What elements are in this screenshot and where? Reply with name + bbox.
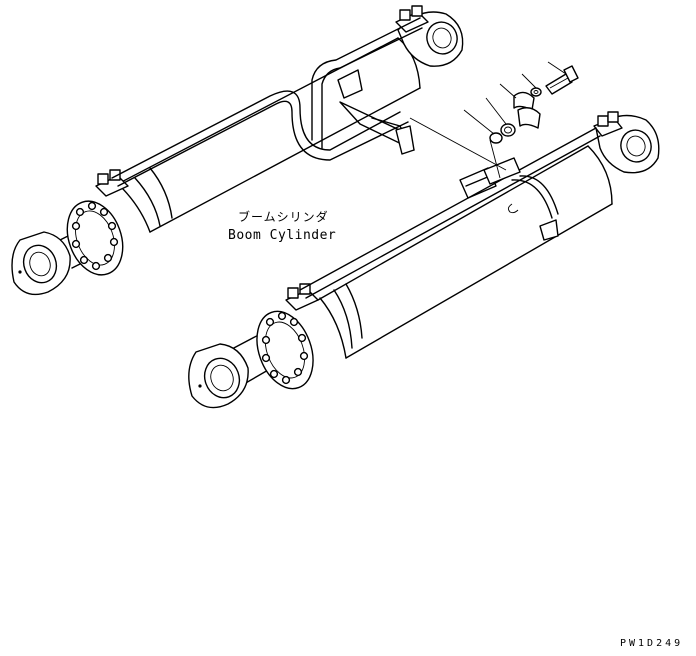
cylinder-label-english: Boom Cylinder — [228, 228, 337, 243]
left-gland-bolts — [71, 201, 119, 271]
right-gland-bolts — [261, 311, 309, 385]
left-boom-cylinder — [11, 5, 464, 296]
exploded-clamp-parts — [409, 61, 579, 179]
drawing-code: PW1D249 — [620, 638, 684, 649]
cylinder-label-japanese: ブームシリンダ — [238, 210, 329, 224]
right-boom-cylinder — [188, 111, 660, 409]
